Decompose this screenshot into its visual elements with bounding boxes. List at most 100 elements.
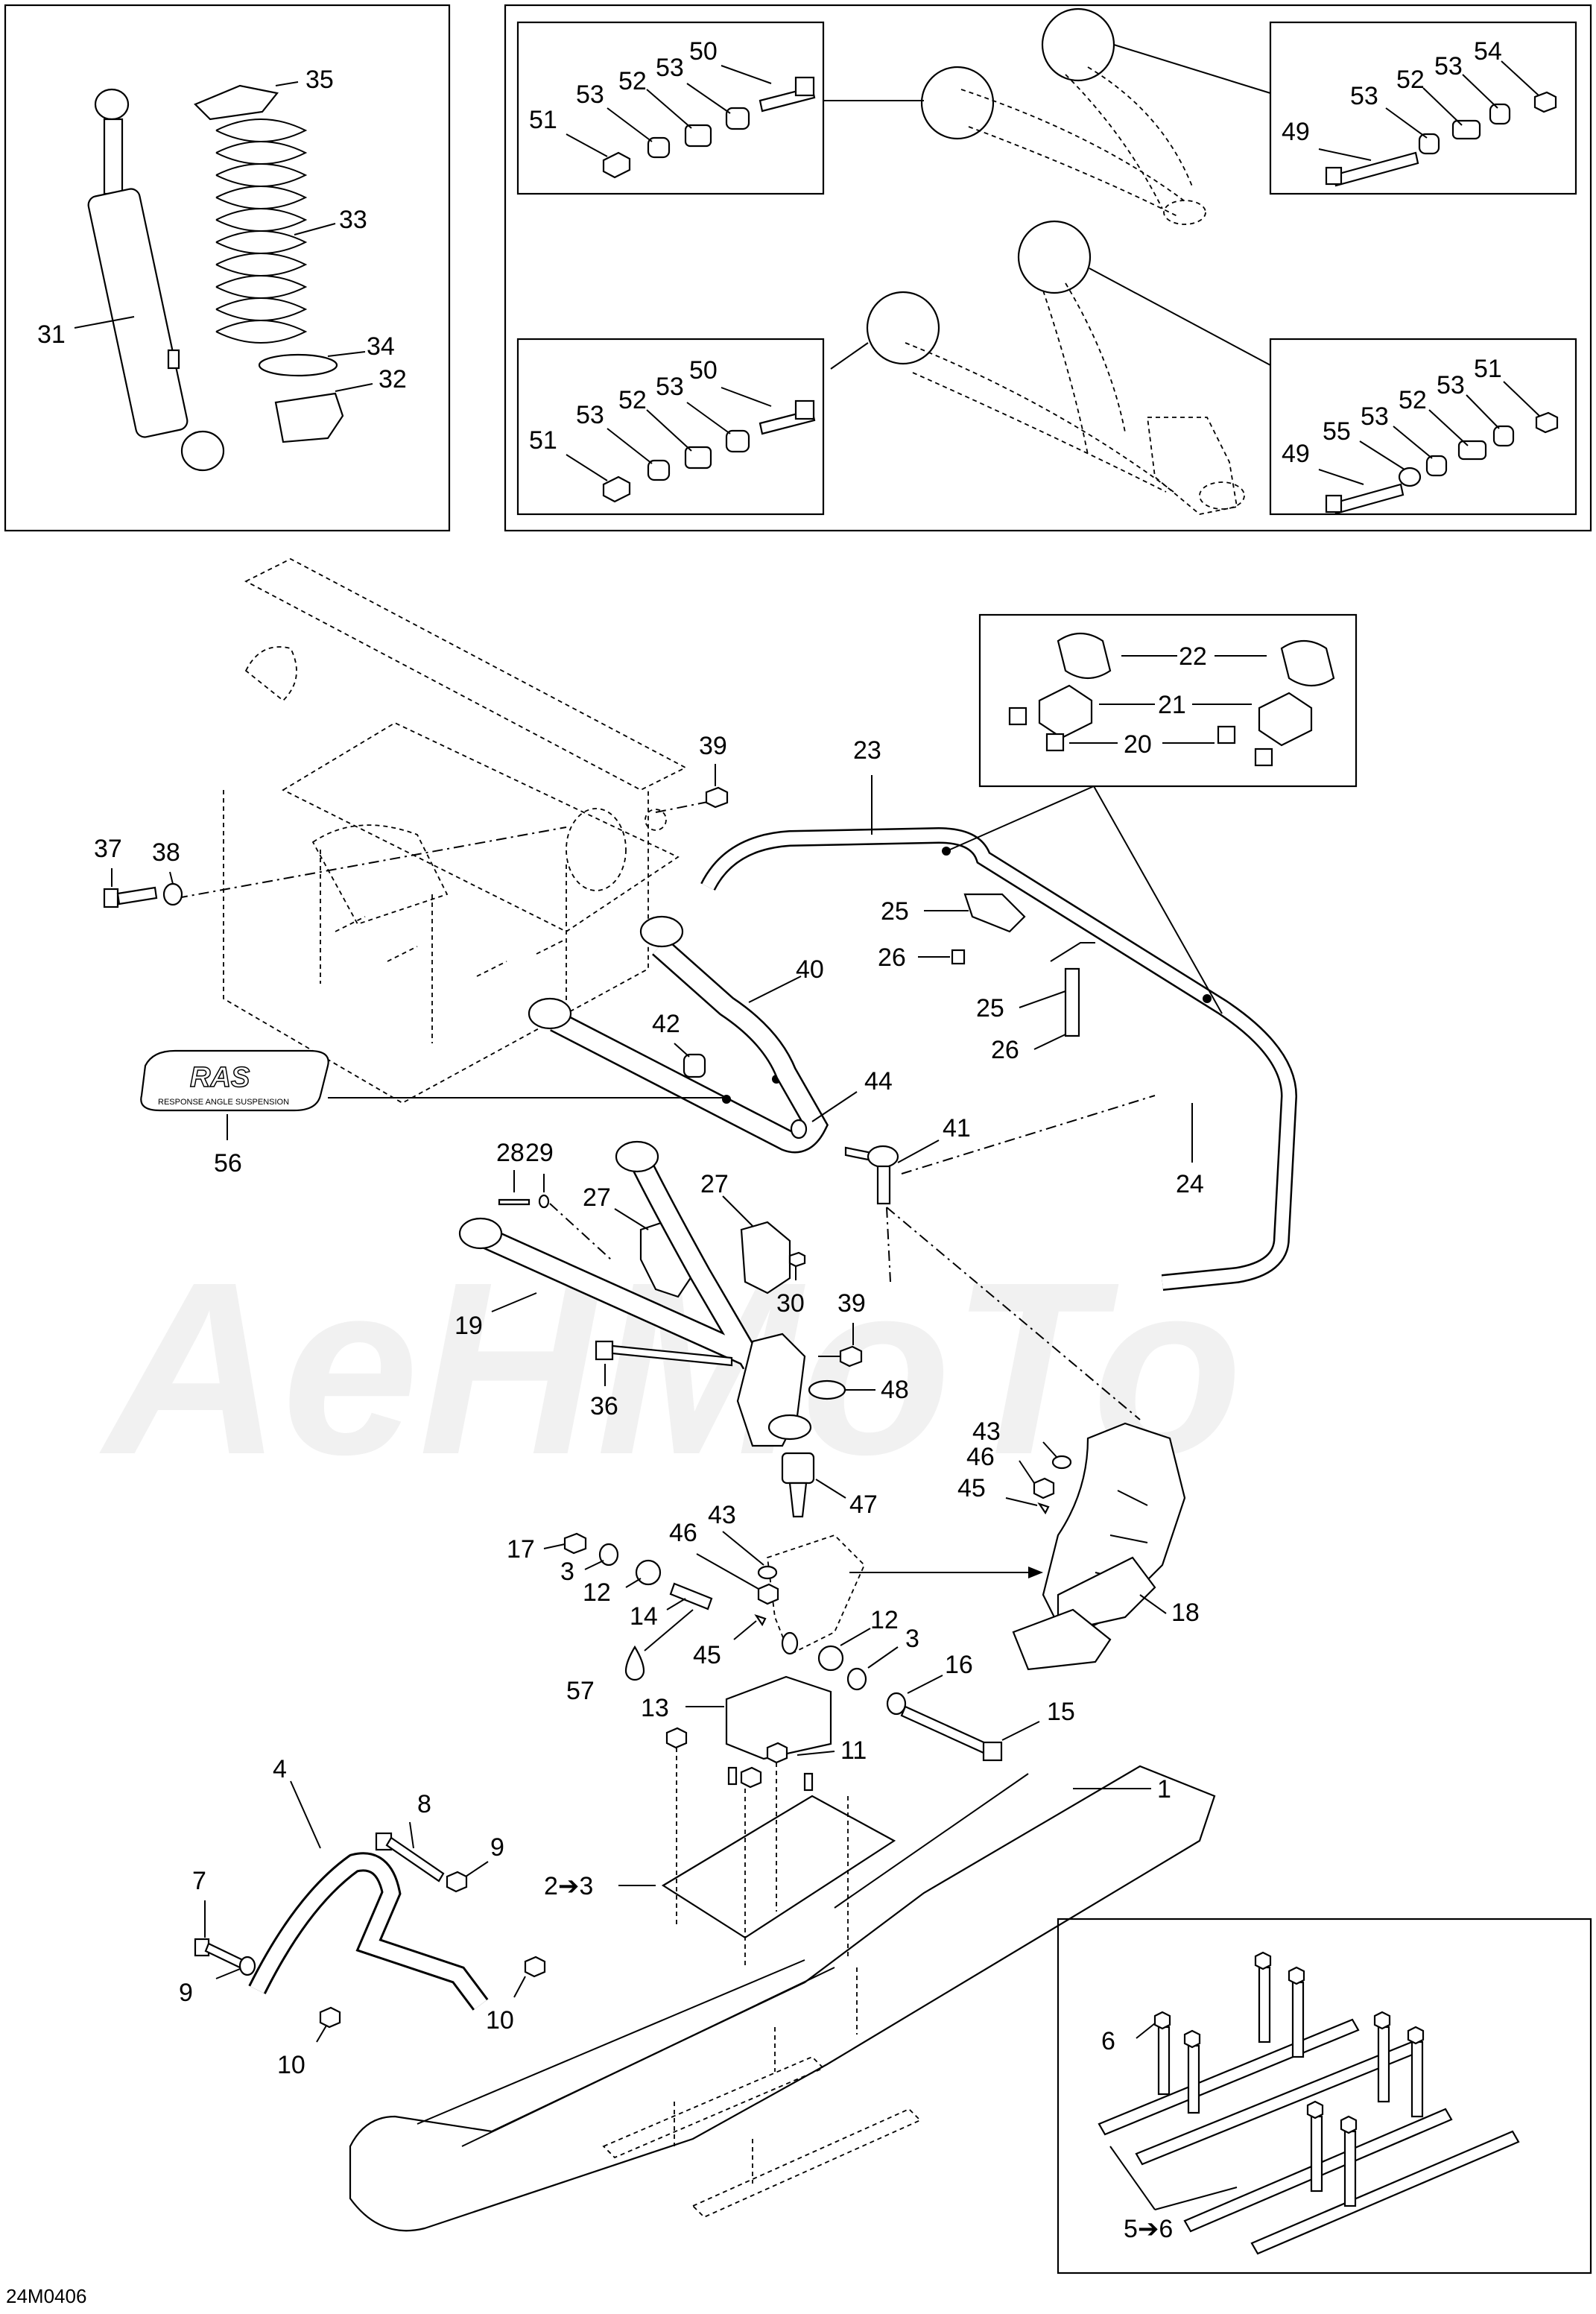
hardware-box-4 xyxy=(1269,338,1577,516)
box3-label-53b: 53 xyxy=(656,373,684,401)
cotter-pin-45a xyxy=(754,1613,767,1627)
ski-1 xyxy=(349,1765,1216,2232)
label-43a: 43 xyxy=(708,1501,736,1529)
nut-39-lower xyxy=(839,1345,863,1368)
label-12b: 12 xyxy=(870,1606,899,1634)
label-46b: 46 xyxy=(966,1443,995,1471)
runner-kit-drawing xyxy=(1098,1951,1520,2255)
label-10b: 10 xyxy=(486,2006,514,2035)
label-26b: 26 xyxy=(991,1036,1019,1064)
label-9a: 9 xyxy=(490,1833,504,1862)
hardware-box-1-parts xyxy=(602,76,816,179)
label-21: 21 xyxy=(1158,691,1186,719)
spindle-18 xyxy=(1012,1422,1186,1671)
label-36: 36 xyxy=(590,1392,618,1420)
mounting-plate-2 xyxy=(661,1795,896,1939)
upper-a-arm-drawing xyxy=(920,7,1206,225)
nut-29 xyxy=(538,1194,550,1209)
label-25a: 25 xyxy=(881,897,909,926)
label-40: 40 xyxy=(796,955,824,984)
pin-26 xyxy=(1064,967,1080,1037)
label-39b: 39 xyxy=(837,1289,866,1318)
bolt-28 xyxy=(498,1198,531,1206)
hardware-box-3 xyxy=(516,338,825,516)
label-47: 47 xyxy=(849,1490,878,1519)
nut-46a xyxy=(757,1583,779,1605)
label-42: 42 xyxy=(652,1010,680,1038)
nut-17 xyxy=(563,1532,587,1555)
label-5to6: 5➔6 xyxy=(1124,2215,1173,2243)
chassis-frame-drawing xyxy=(223,557,687,1104)
shock-absorber-panel xyxy=(4,4,451,532)
label-56: 56 xyxy=(214,1149,242,1177)
nut-10a xyxy=(319,2006,341,2029)
bracket-25 xyxy=(963,893,1026,933)
hardware-box-1 xyxy=(516,21,825,195)
bolt-15 xyxy=(900,1705,1003,1762)
box3-label-52: 52 xyxy=(618,386,647,414)
label-4: 4 xyxy=(273,1755,287,1783)
box3-label-51: 51 xyxy=(529,426,557,455)
label-13: 13 xyxy=(641,1694,669,1722)
box2-label-49: 49 xyxy=(1282,118,1310,146)
label-46a: 46 xyxy=(669,1519,697,1547)
box2-label-53a: 53 xyxy=(1350,82,1378,110)
ras-logo-mark: RAS xyxy=(190,1062,250,1093)
ras-logo-decal: RAS RESPONSE ANGLE SUSPENSION xyxy=(140,1049,329,1112)
nut-9a xyxy=(446,1871,468,1893)
label-37: 37 xyxy=(94,835,122,863)
screw-26 xyxy=(951,949,966,965)
bolt-36 xyxy=(595,1340,733,1367)
label-34: 34 xyxy=(367,332,395,361)
label-23: 23 xyxy=(853,736,881,765)
cotter-pin-45b xyxy=(1037,1502,1050,1515)
box1-label-51: 51 xyxy=(529,106,557,134)
ski-handle-4 xyxy=(248,1852,489,2011)
cushion-13 xyxy=(725,1675,832,1760)
label-11: 11 xyxy=(840,1736,867,1765)
label-30: 30 xyxy=(776,1289,805,1318)
label-38: 38 xyxy=(152,838,180,867)
label-41: 41 xyxy=(943,1114,971,1142)
shock-absorber-drawing xyxy=(87,88,225,472)
label-48: 48 xyxy=(881,1376,909,1404)
label-16: 16 xyxy=(945,1651,973,1679)
label-10a: 10 xyxy=(277,2051,305,2079)
box2-label-52: 52 xyxy=(1396,66,1425,94)
screw-30 xyxy=(788,1251,806,1268)
label-1: 1 xyxy=(1157,1775,1171,1804)
label-28: 28 xyxy=(496,1139,525,1167)
label-20: 20 xyxy=(1124,730,1152,759)
label-27a: 27 xyxy=(583,1183,611,1212)
box4-label-51: 51 xyxy=(1474,355,1502,383)
box1-label-52: 52 xyxy=(618,67,647,95)
label-14: 14 xyxy=(630,1602,658,1631)
ball-joint-47 xyxy=(781,1452,815,1518)
label-45b: 45 xyxy=(957,1474,986,1502)
a-arm-hardware-panel xyxy=(504,4,1592,532)
label-3a: 3 xyxy=(560,1558,574,1586)
lower-a-arm-19 xyxy=(458,1140,812,1447)
lower-a-arm-drawing xyxy=(866,220,1245,515)
washer-3a xyxy=(598,1543,619,1567)
label-15: 15 xyxy=(1047,1698,1075,1726)
box4-label-53b: 53 xyxy=(1437,371,1465,399)
washer-9b xyxy=(238,1956,256,1976)
ski-runners-drawing xyxy=(602,1967,922,2219)
grease-drop-icon xyxy=(624,1645,645,1681)
label-17: 17 xyxy=(507,1535,535,1564)
label-6: 6 xyxy=(1101,2027,1115,2055)
box4-label-55: 55 xyxy=(1323,417,1351,446)
label-24: 24 xyxy=(1176,1170,1204,1198)
box3-label-53a: 53 xyxy=(576,401,604,429)
hardware-box-2 xyxy=(1269,21,1577,195)
box1-label-50: 50 xyxy=(689,37,718,66)
label-9b: 9 xyxy=(179,1979,193,2007)
sway-bar-drawing xyxy=(700,826,1298,1291)
label-2to3: 2➔3 xyxy=(544,1872,593,1900)
washer-43b xyxy=(1051,1455,1072,1470)
bushing-12b xyxy=(817,1645,844,1672)
nut-46b xyxy=(1033,1477,1055,1499)
circlip-48 xyxy=(808,1379,846,1400)
